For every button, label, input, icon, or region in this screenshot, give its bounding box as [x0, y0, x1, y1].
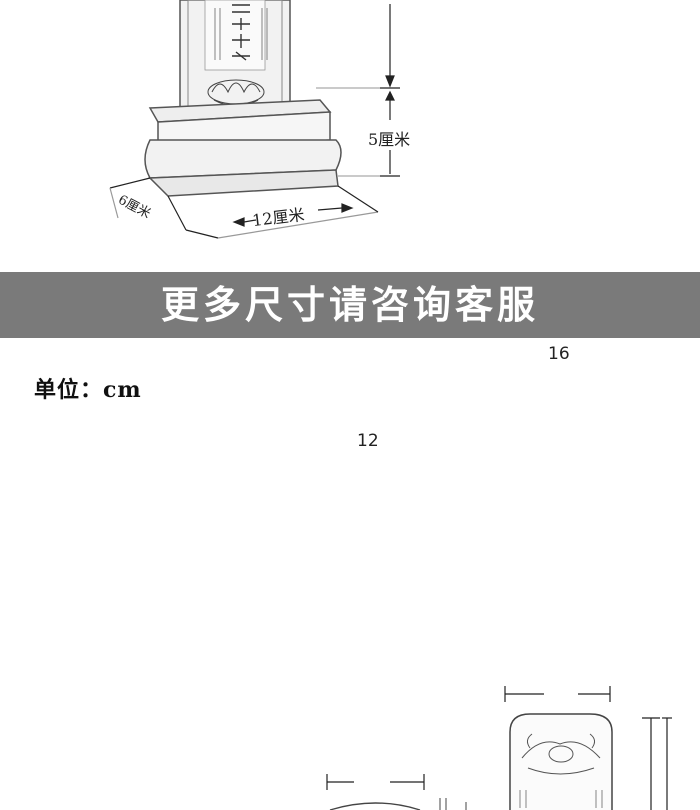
product-illustration-area: 5厘米 6厘米 12厘米: [0, 0, 700, 268]
tablet-inscription-panel: [204, 0, 266, 71]
side-inscription: [214, 8, 268, 60]
height-dimension-line: [316, 4, 400, 177]
base-dimension-lines: [109, 177, 379, 239]
height-dimension-label: 5厘米: [368, 130, 411, 149]
inscription-glyphs: [232, 4, 250, 61]
base-width-label: 12: [357, 431, 379, 451]
more-sizes-banner: 更多尺寸请咨询客服: [0, 272, 700, 338]
size-chart-drawing: [326, 686, 672, 810]
small-base-outline: [329, 802, 421, 810]
base-width-dimension-line: [326, 774, 425, 790]
size-chart-area: 单位：cm: [0, 340, 700, 810]
unit-label: 单位：cm: [34, 377, 142, 403]
top-width-label: 16: [548, 344, 570, 364]
small-base-marks: [439, 798, 467, 810]
banner-text: 更多尺寸请咨询客服: [160, 282, 539, 327]
memorial-tablet-drawing: [109, 0, 400, 239]
tablet-height-dimension-line: [642, 717, 672, 810]
top-width-dimension-line: [504, 686, 611, 702]
